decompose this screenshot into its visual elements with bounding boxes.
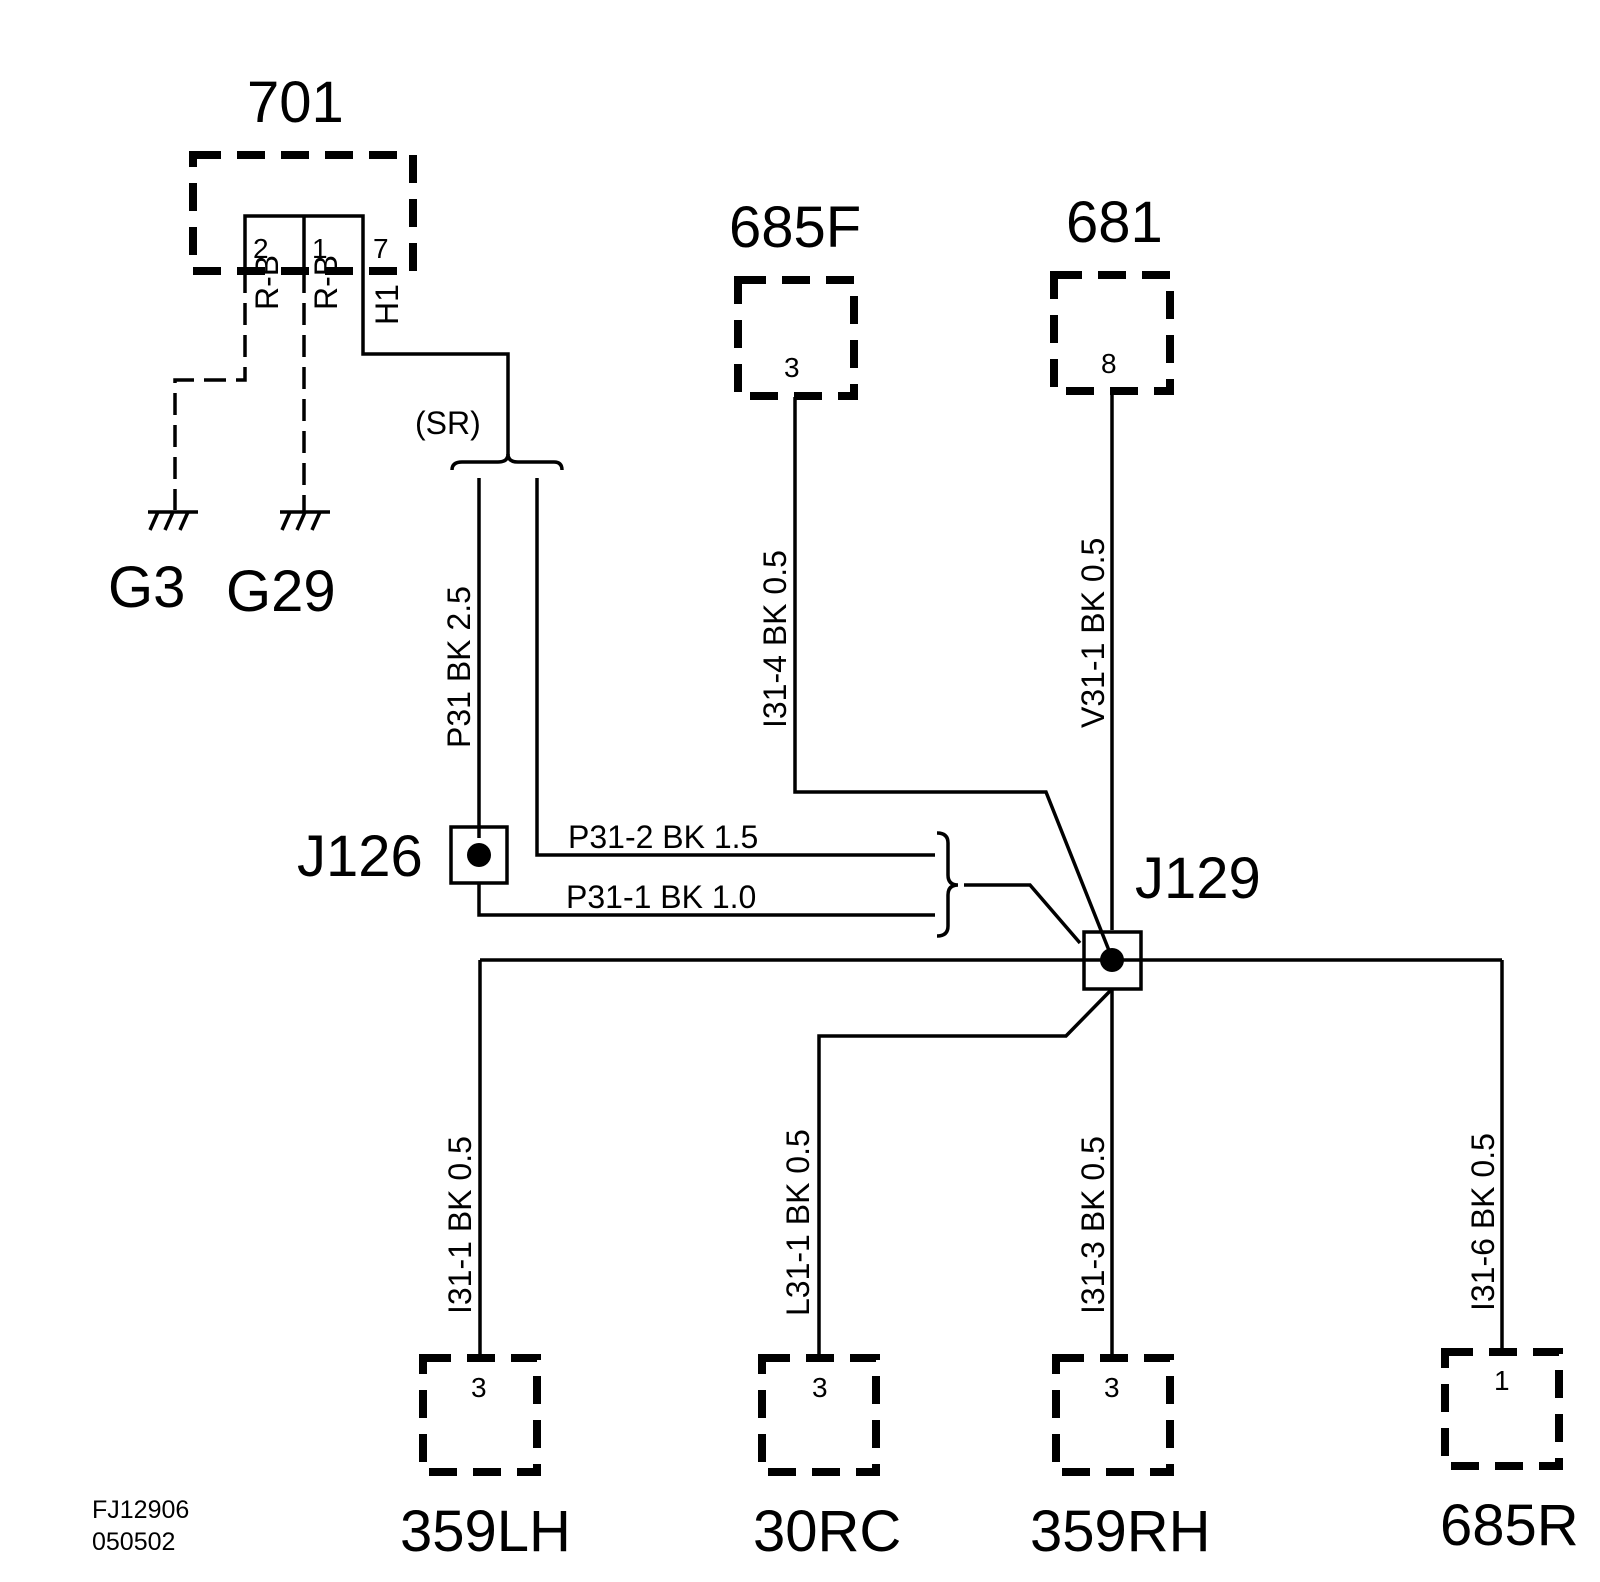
wire-label-h1: H1 xyxy=(369,284,405,325)
wire-h1 xyxy=(361,271,510,455)
connector-30rc: 3 30RC xyxy=(753,1354,901,1564)
connector-701-pin-2: 2 xyxy=(253,233,269,264)
connector-30rc-pin: 3 xyxy=(812,1372,828,1403)
ground-symbol-g29: G29 xyxy=(226,510,336,624)
connector-359rh-pin: 3 xyxy=(1104,1372,1120,1403)
junction-label-j129: J129 xyxy=(1135,846,1261,911)
sr-brace xyxy=(450,453,564,471)
connector-681-pin: 8 xyxy=(1101,348,1117,379)
wire-merge-to-j129 xyxy=(964,883,1082,945)
option-label-sr: (SR) xyxy=(415,405,481,441)
connector-685r-label: 685R xyxy=(1440,1493,1579,1558)
connector-701-pin-1: 1 xyxy=(312,233,328,264)
wire-label-rb-2: R-B xyxy=(249,255,285,310)
connector-701: 701 2 1 7 xyxy=(189,70,417,275)
connector-681-label: 681 xyxy=(1066,190,1163,255)
wire-label-l31-1: L31-1 BK 0.5 xyxy=(780,1129,816,1316)
connector-701-pin-7: 7 xyxy=(373,233,389,264)
ground-label-g3: G3 xyxy=(108,555,185,620)
merge-brace xyxy=(936,831,959,938)
connector-685f: 685F 3 xyxy=(729,195,861,400)
wire-label-i31-4: I31-4 BK 0.5 xyxy=(757,550,793,728)
wire-label-p31: P31 BK 2.5 xyxy=(441,586,477,748)
connector-359rh: 3 359RH xyxy=(1030,1354,1211,1564)
footer-date: 050502 xyxy=(92,1528,175,1556)
wire-p31-2 xyxy=(535,478,935,857)
wire-label-v31-1: V31-1 BK 0.5 xyxy=(1075,538,1111,728)
connector-685r-pin: 1 xyxy=(1494,1365,1510,1396)
wire-i31-4 xyxy=(793,397,1112,954)
connector-359lh-pin: 3 xyxy=(471,1372,487,1403)
wire-label-i31-1: I31-1 BK 0.5 xyxy=(442,1136,478,1314)
ground-label-g29: G29 xyxy=(226,559,336,624)
connector-685f-pin: 3 xyxy=(784,352,800,383)
connector-30rc-label: 30RC xyxy=(753,1499,901,1564)
junction-label-j126: J126 xyxy=(297,824,423,889)
ground-wire-g3 xyxy=(173,271,247,510)
footer-code: FJ12906 xyxy=(92,1496,189,1524)
wire-label-p31-2: P31-2 BK 1.5 xyxy=(568,819,758,855)
wire-p31-1 xyxy=(477,883,935,917)
wire-label-rb-1: R-B xyxy=(308,255,344,310)
wire-l31-1 xyxy=(817,987,1114,1357)
connector-685r: 1 685R xyxy=(1440,1348,1579,1558)
wire-label-i31-3: I31-3 BK 0.5 xyxy=(1075,1136,1111,1314)
wire-label-i31-6: I31-6 BK 0.5 xyxy=(1465,1133,1501,1311)
junction-j126: J126 xyxy=(297,824,509,889)
connector-701-label: 701 xyxy=(247,70,344,135)
wire-label-p31-1: P31-1 BK 1.0 xyxy=(566,879,756,915)
ground-symbol-g3: G3 xyxy=(108,510,198,620)
connector-359lh: 3 359LH xyxy=(400,1354,571,1564)
connector-681: 681 8 xyxy=(1050,190,1174,395)
connector-359lh-label: 359LH xyxy=(400,1499,571,1564)
connector-359rh-label: 359RH xyxy=(1030,1499,1211,1564)
connector-685f-label: 685F xyxy=(729,195,861,260)
